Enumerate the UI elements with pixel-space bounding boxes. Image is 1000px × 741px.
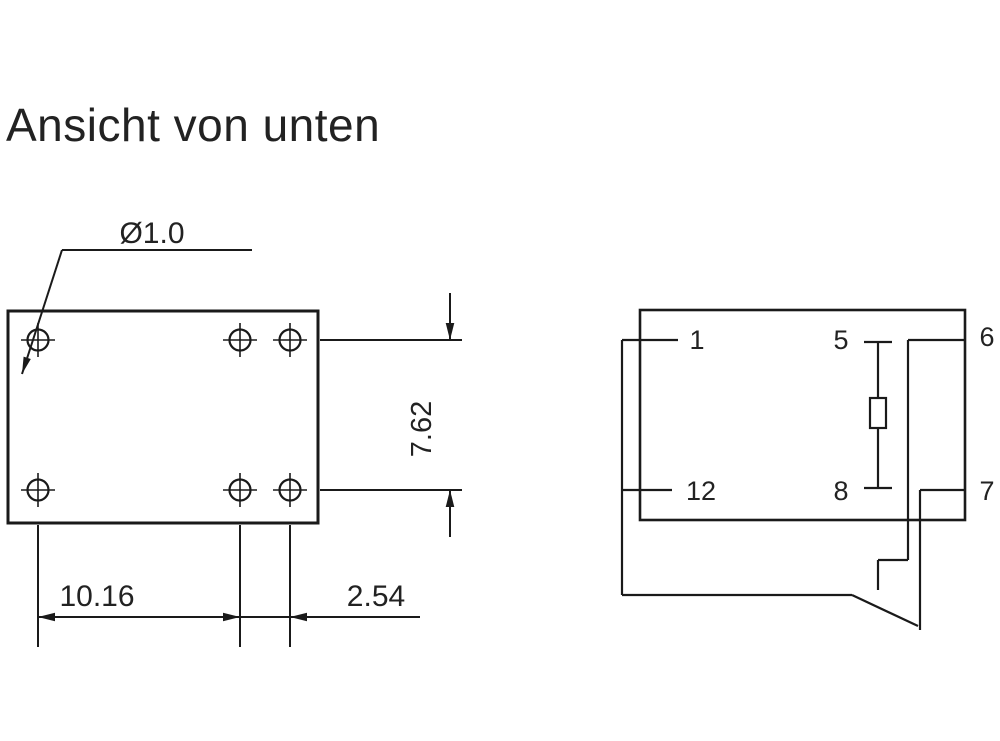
width-dimension-label: 10.16 [59,580,134,613]
height-dimension: 7.62 [320,293,462,537]
dimension-arrowhead [445,323,455,340]
schematic-outline [638,308,967,522]
dimension-arrowhead [38,612,55,622]
pitch-dimension-label: 2.54 [347,580,405,613]
dimension-arrowhead [223,612,240,622]
switch-blade [851,594,919,627]
diameter-leader: Ø1.0 [21,217,252,375]
pin-label-5: 5 [833,325,848,355]
page-title: Ansicht von unten [6,99,381,151]
hole-diameter-label: Ø1.0 [119,217,184,250]
pin-label-8: 8 [833,476,848,506]
common-bus [620,338,852,597]
mounting-hole [223,323,257,357]
coil-body [868,396,888,430]
width-dimension: 10.16 2.54 [37,525,420,647]
relay-body-outline [6,309,320,525]
coil-symbol [864,340,892,490]
mounting-hole [273,473,307,507]
leader-arrowhead [22,356,31,374]
mounting-hole [223,473,257,507]
dimension-arrowhead [445,490,455,507]
mounting-hole [273,323,307,357]
contact-pin7 [918,488,965,630]
contact-pin6 [876,338,965,590]
mounting-hole [21,473,55,507]
dimension-arrowhead [290,612,307,622]
pin-label-12: 12 [686,476,716,506]
height-dimension-label: 7.62 [406,401,438,457]
pin-label-6: 6 [979,322,994,352]
mounting-hole [21,323,55,357]
pin-label-7: 7 [979,476,994,506]
bottom-view-diagram: Ø1.0 7.62 10.16 [6,217,462,647]
schematic-diagram: 1 5 6 12 8 7 [620,308,995,630]
pin-label-1: 1 [689,325,704,355]
